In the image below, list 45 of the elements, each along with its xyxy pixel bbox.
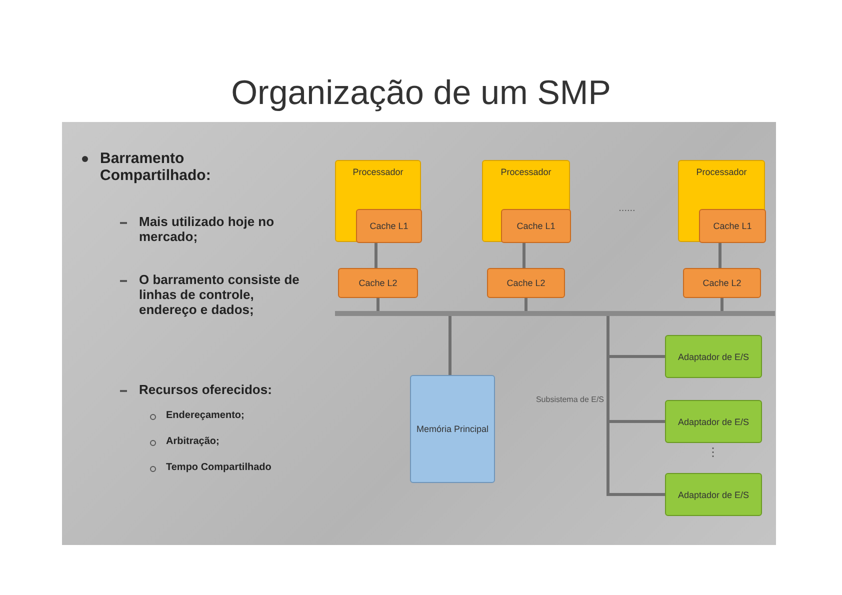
node-label: Cache L1 bbox=[370, 221, 408, 231]
cache-box bbox=[683, 268, 761, 298]
processor-box bbox=[678, 160, 765, 242]
bullet-text: Recursos oferecidos: bbox=[139, 382, 272, 397]
bus-line bbox=[522, 242, 526, 268]
processor-label: Processador bbox=[500, 167, 552, 177]
system-bus bbox=[335, 311, 775, 316]
bullet-text: Mais utilizado hoje no mercado; bbox=[139, 214, 276, 244]
processor-label: Processador bbox=[696, 167, 747, 177]
cache-box bbox=[501, 209, 571, 243]
node-label: Adaptador de E/S bbox=[678, 490, 750, 500]
processor-box bbox=[335, 160, 421, 242]
bullet-text: Tempo Compartilhado bbox=[166, 462, 272, 473]
slide-title: Organização de um SMP bbox=[230, 74, 612, 113]
node-label: Adaptador de E/S bbox=[678, 416, 750, 426]
bullet-text: Arbitração; bbox=[166, 436, 220, 447]
bus-line bbox=[718, 242, 722, 268]
ellipsis-text: ⋮ bbox=[707, 445, 719, 459]
bus-line bbox=[374, 242, 378, 268]
node-label: Adaptador de E/S bbox=[678, 352, 750, 362]
node-label: Cache L1 bbox=[516, 221, 556, 231]
bus-line bbox=[448, 316, 452, 375]
node-label: Cache L2 bbox=[358, 278, 398, 288]
adapter-box bbox=[665, 335, 762, 378]
adapter-box bbox=[665, 400, 762, 443]
node-label: Memória Principal bbox=[416, 424, 489, 434]
bus-line bbox=[376, 298, 380, 311]
bullet-text: Barramento Compartilhado: bbox=[100, 150, 212, 184]
node-label: Cache L2 bbox=[506, 278, 546, 288]
subsystem-label: Subsistema de E/S bbox=[536, 395, 604, 404]
cache-box bbox=[487, 268, 565, 298]
cache-box bbox=[338, 268, 418, 298]
ellipsis-text: ...... bbox=[618, 203, 636, 214]
bullet-text: O barramento consiste de linhas de controle, endereço e dados; bbox=[139, 272, 300, 317]
processor-label: Processador bbox=[352, 167, 404, 177]
cache-box bbox=[699, 209, 766, 243]
bus-line bbox=[524, 298, 528, 311]
processor-box bbox=[482, 160, 570, 242]
node-label: Cache L1 bbox=[713, 221, 752, 231]
bus-line bbox=[720, 298, 724, 311]
bullet-text: Endereçamento; bbox=[166, 410, 244, 421]
memory-box bbox=[410, 375, 495, 483]
node-label: Cache L2 bbox=[702, 278, 742, 288]
cache-box bbox=[356, 209, 422, 243]
adapter-box bbox=[665, 473, 762, 516]
